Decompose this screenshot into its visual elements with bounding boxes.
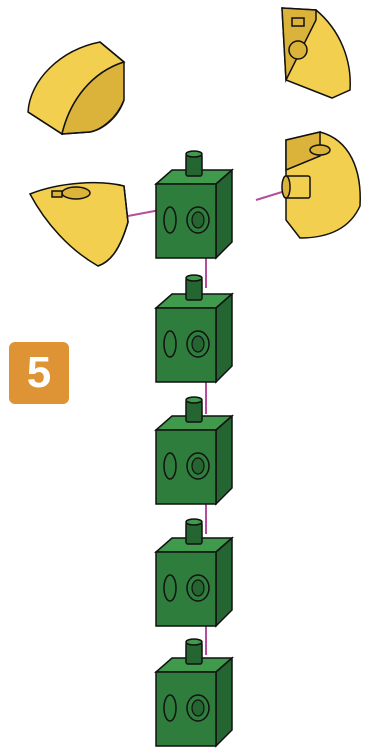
green-cube	[156, 639, 232, 746]
green-cube	[156, 275, 232, 382]
green-cube	[156, 397, 232, 504]
curved-piece-top-left	[28, 42, 124, 134]
curved-piece-middle-right	[282, 132, 360, 238]
curved-piece-middle-left	[30, 183, 128, 266]
step-number-badge: 5	[9, 342, 69, 404]
curved-piece-top-right	[282, 8, 350, 98]
green-cube	[156, 151, 232, 258]
green-cube	[156, 519, 232, 626]
